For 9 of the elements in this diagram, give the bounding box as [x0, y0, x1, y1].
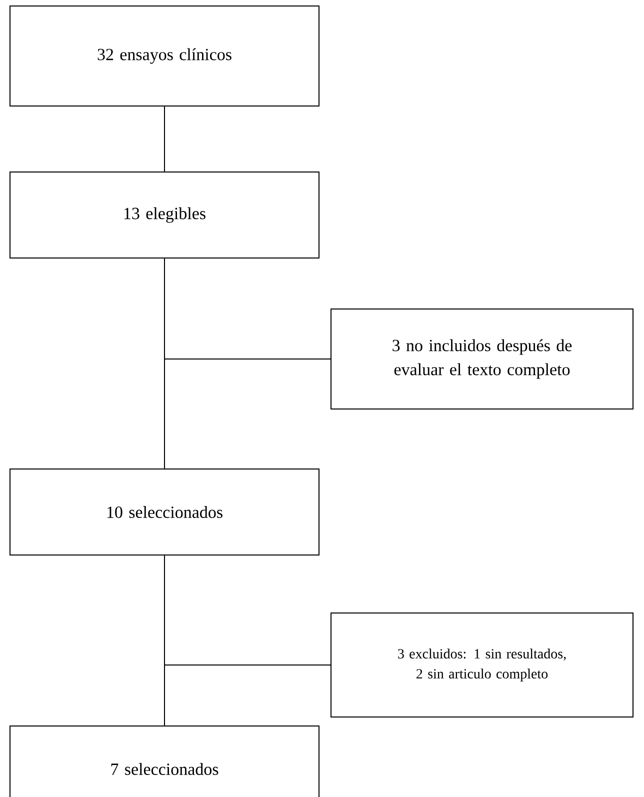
process-box: 7 seleccionados [10, 726, 320, 797]
process-box: 10 seleccionados [10, 468, 320, 556]
connector-line [164, 258, 331, 360]
process-box: 13 elegibles [10, 172, 320, 258]
connector-line [164, 106, 165, 172]
connector-line [164, 555, 331, 666]
side-box: 3 excluidos: 1 sin resultados, 2 sin articulo completo [330, 612, 634, 718]
side-box: 3 no incluidos después de evaluar el texto completo [330, 308, 634, 410]
process-box: 32 ensayos clínicos [10, 6, 320, 106]
